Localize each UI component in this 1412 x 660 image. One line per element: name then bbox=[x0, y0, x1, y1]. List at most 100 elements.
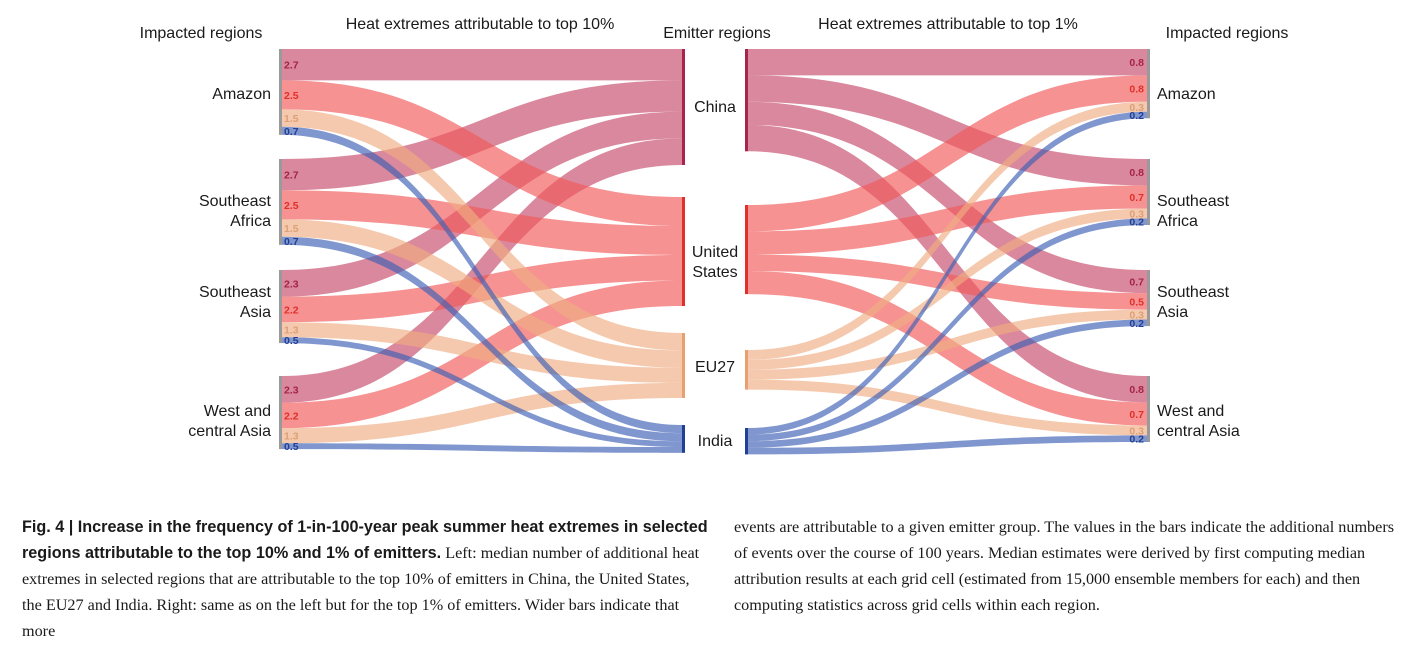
flow-left-southeast-africa-eu27 bbox=[282, 219, 682, 368]
emitter-header: Emitter regions bbox=[663, 25, 771, 42]
flow-left-southeast-asia-india bbox=[282, 337, 682, 448]
left-region-bar-southeast-asia bbox=[279, 270, 282, 344]
flow-right-southeast-africa-united-states bbox=[748, 185, 1147, 255]
flow-right-amazon-china bbox=[748, 49, 1147, 76]
value-left-west-and-central-asia-china: 2.3 bbox=[284, 384, 299, 396]
left-emitter-bar-united-states bbox=[682, 197, 685, 307]
value-left-west-and-central-asia-india: 0.5 bbox=[284, 441, 299, 453]
value-right-west-and-central-asia-eu27: 0.3 bbox=[1129, 425, 1144, 437]
flow-left-amazon-china bbox=[282, 49, 682, 81]
flow-left-southeast-africa-india bbox=[282, 236, 682, 442]
emitter-label-eu27: EU27 bbox=[695, 359, 735, 376]
value-right-west-and-central-asia-india: 0.2 bbox=[1129, 434, 1144, 446]
value-left-amazon-united-states: 2.5 bbox=[284, 90, 299, 102]
caption-right-column: events are attributable to a given emitt… bbox=[734, 514, 1409, 618]
value-left-west-and-central-asia-eu27: 1.3 bbox=[284, 431, 299, 443]
flow-left-amazon-eu27 bbox=[282, 109, 682, 351]
left-emitter-bar-india bbox=[682, 425, 685, 453]
right-emitter-bar-united-states bbox=[745, 205, 748, 295]
flow-right-amazon-eu27 bbox=[748, 101, 1147, 360]
value-right-amazon-india: 0.2 bbox=[1129, 110, 1144, 122]
emitter-label-china: China bbox=[694, 99, 736, 116]
left-region-bar-amazon bbox=[279, 49, 282, 135]
right-emitter-bar-china bbox=[745, 49, 748, 152]
value-right-amazon-china: 0.8 bbox=[1129, 57, 1144, 69]
right-region-bar-west-and-central-asia bbox=[1147, 376, 1150, 442]
flow-left-southeast-asia-eu27 bbox=[282, 322, 682, 383]
value-left-southeast-asia-eu27: 1.3 bbox=[284, 325, 299, 337]
right-emitter-bar-eu27 bbox=[745, 350, 748, 390]
caption-left-column: Fig. 4 | Increase in the frequency of 1-… bbox=[22, 514, 712, 644]
value-right-southeast-africa-china: 0.8 bbox=[1129, 167, 1144, 179]
flow-right-amazon-india bbox=[748, 111, 1147, 435]
value-left-southeast-africa-united-states: 2.5 bbox=[284, 200, 299, 212]
value-right-west-and-central-asia-china: 0.8 bbox=[1129, 384, 1144, 396]
flow-right-southeast-asia-united-states bbox=[748, 254, 1147, 310]
value-left-southeast-asia-china: 2.3 bbox=[284, 278, 299, 290]
value-left-southeast-asia-united-states: 2.2 bbox=[284, 304, 299, 316]
value-right-west-and-central-asia-united-states: 0.7 bbox=[1129, 409, 1144, 421]
flow-right-amazon-united-states bbox=[748, 75, 1147, 232]
flow-left-amazon-united-states bbox=[282, 80, 682, 226]
right-flows bbox=[748, 49, 1147, 455]
right-region-bar-southeast-africa bbox=[1147, 159, 1150, 225]
flow-right-southeast-asia-china bbox=[748, 101, 1147, 294]
value-left-southeast-africa-eu27: 1.5 bbox=[284, 223, 299, 235]
right-impacted-header: Impacted regions bbox=[1166, 25, 1289, 42]
right-chart-title: Heat extremes attributable to top 1% bbox=[818, 16, 1078, 33]
right-region-bar-amazon bbox=[1147, 49, 1150, 119]
left-region-bar-west-and-central-asia bbox=[279, 376, 282, 450]
value-left-southeast-asia-india: 0.5 bbox=[284, 335, 299, 347]
flow-right-southeast-africa-eu27 bbox=[748, 208, 1147, 370]
value-left-southeast-africa-china: 2.7 bbox=[284, 170, 299, 182]
value-right-southeast-africa-india: 0.2 bbox=[1129, 217, 1144, 229]
flow-left-west-and-central-asia-india bbox=[282, 443, 682, 453]
flow-right-west-and-central-asia-china bbox=[748, 124, 1147, 403]
value-right-southeast-africa-united-states: 0.7 bbox=[1129, 192, 1144, 204]
caption-right-text: events are attributable to a given emitt… bbox=[734, 518, 1395, 614]
figure-label: Fig. 4 | bbox=[22, 518, 78, 536]
value-left-amazon-eu27: 1.5 bbox=[284, 113, 299, 125]
flow-right-west-and-central-asia-eu27 bbox=[748, 379, 1147, 436]
value-right-southeast-asia-india: 0.2 bbox=[1129, 318, 1144, 330]
value-labels: 2.72.51.50.72.72.51.50.72.32.21.30.52.32… bbox=[284, 57, 1144, 453]
left-emitter-bar-china bbox=[682, 49, 685, 165]
left-chart-title: Heat extremes attributable to top 10% bbox=[346, 16, 615, 33]
flow-left-amazon-india bbox=[282, 126, 682, 434]
left-flows bbox=[282, 49, 682, 453]
right-region-label-amazon: Amazon bbox=[1157, 86, 1216, 103]
value-left-amazon-china: 2.7 bbox=[284, 60, 299, 72]
flow-right-west-and-central-asia-india bbox=[748, 435, 1147, 455]
flow-right-southeast-africa-india bbox=[748, 218, 1147, 442]
emitter-label-india: India bbox=[698, 433, 733, 450]
value-left-southeast-africa-india: 0.7 bbox=[284, 236, 299, 248]
caption-left-text: Left: median number of additional heat e… bbox=[22, 544, 700, 640]
value-right-amazon-eu27: 0.3 bbox=[1129, 102, 1144, 114]
value-left-west-and-central-asia-united-states: 2.2 bbox=[284, 410, 299, 422]
value-left-amazon-india: 0.7 bbox=[284, 126, 299, 138]
caption-title: Increase in the frequency of 1-in-100-ye… bbox=[22, 518, 708, 562]
value-right-southeast-africa-eu27: 0.3 bbox=[1129, 208, 1144, 220]
flow-right-southeast-asia-india bbox=[748, 319, 1147, 448]
left-region-bar-southeast-africa bbox=[279, 159, 282, 245]
value-right-southeast-asia-china: 0.7 bbox=[1129, 277, 1144, 289]
left-impacted-header: Impacted regions bbox=[140, 25, 263, 42]
node-bars bbox=[279, 49, 1150, 455]
value-right-southeast-asia-united-states: 0.5 bbox=[1129, 296, 1144, 308]
right-region-bar-southeast-asia bbox=[1147, 270, 1150, 327]
flow-left-southeast-asia-china bbox=[282, 111, 682, 297]
value-right-southeast-asia-eu27: 0.3 bbox=[1129, 310, 1144, 322]
flow-right-southeast-africa-china bbox=[748, 75, 1147, 186]
right-emitter-bar-india bbox=[745, 428, 748, 455]
value-right-amazon-united-states: 0.8 bbox=[1129, 84, 1144, 96]
flow-right-southeast-asia-eu27 bbox=[748, 309, 1147, 380]
